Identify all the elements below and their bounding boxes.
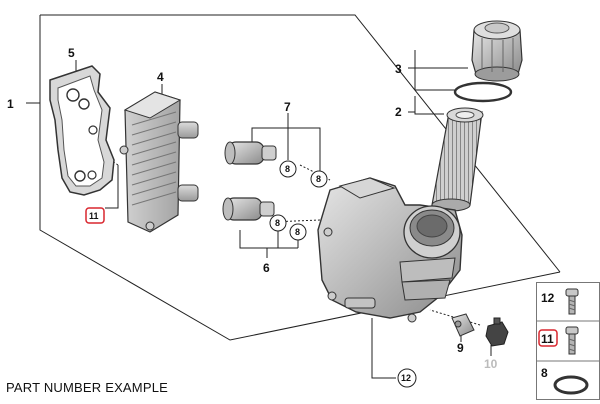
svg-text:8: 8 (285, 164, 290, 174)
svg-text:8: 8 (316, 174, 321, 184)
callout-8-lower-left: 8 (269, 214, 287, 232)
filter-cap-part (471, 20, 523, 82)
callout-11-highlighted: 11 (85, 207, 105, 224)
lower-connector-part (222, 197, 275, 221)
callout-9: 9 (457, 341, 464, 355)
oil-cooler-part (119, 91, 199, 233)
callout-labels: 1 5 4 3 2 7 6 9 10 8 8 8 8 12 11 (7, 46, 498, 388)
legend-graphics: 12 11 8 (537, 288, 599, 395)
callout-1: 1 (7, 97, 14, 111)
callout-2: 2 (395, 105, 402, 119)
caption-text: PART NUMBER EXAMPLE (6, 380, 169, 395)
callout-7: 7 (284, 100, 291, 114)
upper-connector-part (224, 141, 277, 165)
parts-legend-panel: 12 11 8 (536, 282, 600, 400)
legend-item-12: 12 (541, 291, 555, 305)
legend-item-8: 8 (541, 366, 548, 380)
callout-10: 10 (484, 357, 498, 371)
oil-filter-housing-part (317, 177, 463, 323)
callout-12: 12 (397, 368, 417, 388)
legend-item-11: 11 (541, 332, 554, 346)
gasket-part (49, 65, 115, 196)
callout-6: 6 (263, 261, 270, 275)
filter-element-part (431, 107, 484, 212)
bolt-11-icon (565, 326, 579, 355)
legend-item-11-highlight (538, 329, 558, 347)
o-ring-part (453, 81, 513, 103)
svg-text:11: 11 (89, 211, 99, 221)
callout-3: 3 (395, 62, 402, 76)
callout-5: 5 (68, 46, 75, 60)
seal-ring-icon (553, 375, 589, 395)
svg-text:12: 12 (401, 373, 411, 383)
svg-text:8: 8 (275, 218, 280, 228)
callout-4: 4 (157, 70, 164, 84)
sensor-part (451, 313, 475, 337)
callout-8-upper-left: 8 (279, 160, 297, 178)
callout-8-upper-right: 8 (310, 170, 328, 188)
bolt-12-icon (565, 288, 579, 315)
svg-text:8: 8 (295, 227, 300, 237)
plug-connector-part (485, 317, 509, 347)
callout-8-lower-right: 8 (289, 223, 307, 241)
